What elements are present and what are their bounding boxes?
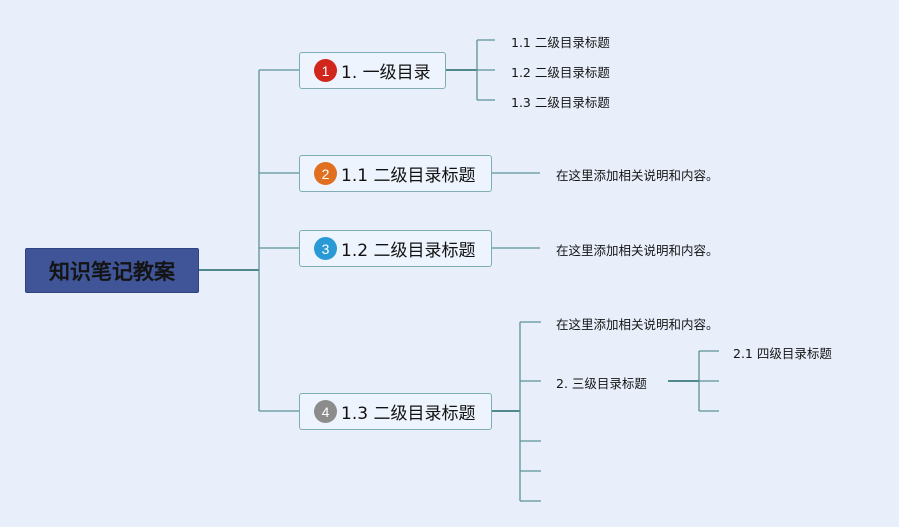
number-badge-2-icon: 2: [314, 162, 337, 185]
number-badge-1-icon: 1: [314, 59, 337, 82]
topic-1-label: 1. 一级目录: [341, 63, 431, 83]
topic-3-label: 1.2 二级目录标题: [341, 241, 476, 261]
number-badge-3-icon: 3: [314, 237, 337, 260]
topic-4-label: 1.3 二级目录标题: [341, 404, 476, 424]
topic-3[interactable]: 3 1.2 二级目录标题: [299, 230, 492, 267]
subtopic-child-1[interactable]: 2.1 四级目录标题: [733, 346, 832, 361]
topic-2[interactable]: 2 1.1 二级目录标题: [299, 155, 492, 192]
topic1-child-1[interactable]: 1.1 二级目录标题: [511, 35, 610, 50]
number-badge-4-icon: 4: [314, 400, 337, 423]
topic-4[interactable]: 4 1.3 二级目录标题: [299, 393, 492, 430]
topic4-subtopic[interactable]: 2. 三级目录标题: [556, 376, 647, 391]
topic4-note[interactable]: 在这里添加相关说明和内容。: [556, 317, 719, 332]
topic1-child-3[interactable]: 1.3 二级目录标题: [511, 95, 610, 110]
root-topic-label: 知识笔记教案: [49, 259, 175, 284]
topic1-child-2[interactable]: 1.2 二级目录标题: [511, 65, 610, 80]
topic2-note[interactable]: 在这里添加相关说明和内容。: [556, 168, 719, 183]
topic3-note[interactable]: 在这里添加相关说明和内容。: [556, 243, 719, 258]
topic-1[interactable]: 1 1. 一级目录: [299, 52, 446, 89]
root-topic[interactable]: 知识笔记教案: [25, 248, 199, 293]
topic-2-label: 1.1 二级目录标题: [341, 166, 476, 186]
